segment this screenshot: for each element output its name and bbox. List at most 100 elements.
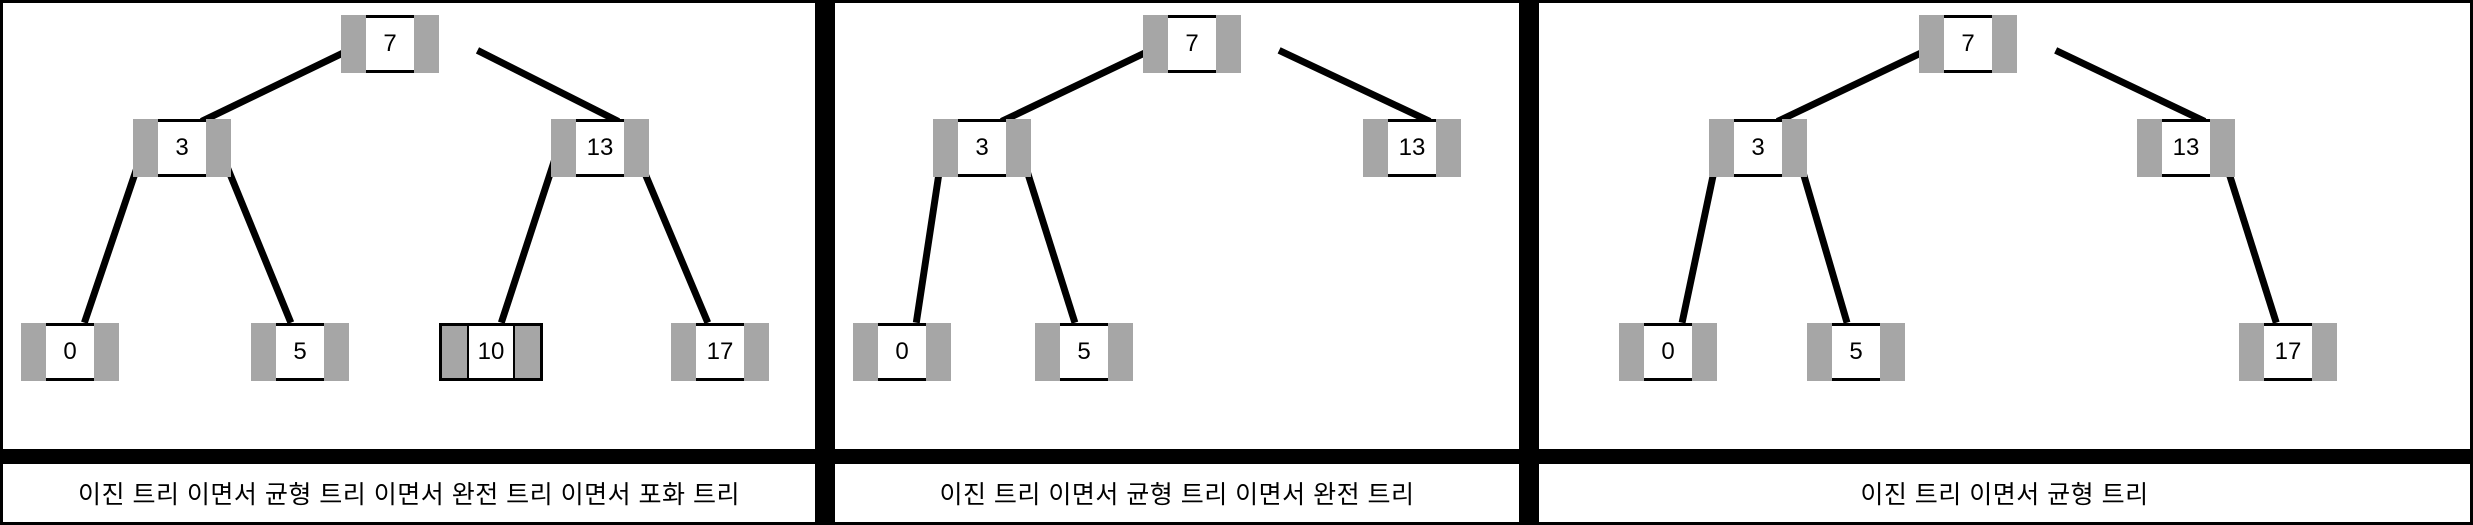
edge-7-13 [1277, 47, 1432, 125]
node-17-right-pointer [744, 323, 769, 381]
panel-1: 7 3 13 0 5 10 17 이진 트리 이면서 균형 트리 이면서 완전 트리 이면서 … [0, 0, 818, 525]
node-7[interactable]: 7 [1919, 15, 2017, 73]
node-5-left-pointer [1035, 323, 1060, 381]
node-3[interactable]: 3 [133, 119, 231, 177]
node-3-left-pointer [933, 119, 958, 177]
panel-3-frame: 7 3 13 0 5 17 이진 트리 이면서 균형 트리 [1536, 0, 2473, 525]
node-3-left-pointer [133, 119, 158, 177]
edge-7-3 [1775, 47, 1929, 125]
node-7-value: 7 [366, 15, 414, 73]
panel-2-frame: 7 3 13 0 5 이진 트리 이면서 균형 트리 이면서 완전 트리 [832, 0, 1522, 525]
edge-13-17 [2219, 151, 2280, 324]
node-13-right-pointer [2210, 119, 2235, 177]
node-10-value: 10 [467, 326, 515, 378]
node-0-right-pointer [94, 323, 119, 381]
node-0-value: 0 [1644, 323, 1692, 381]
node-5-left-pointer [251, 323, 276, 381]
node-7[interactable]: 7 [341, 15, 439, 73]
edge-7-3 [200, 47, 350, 125]
node-5-right-pointer [1108, 323, 1133, 381]
node-17-value: 17 [696, 323, 744, 381]
panel-divider-1 [818, 0, 832, 525]
node-5[interactable]: 5 [251, 323, 349, 381]
node-0-left-pointer [1619, 323, 1644, 381]
node-17-left-pointer [2239, 323, 2264, 381]
edge-13-17 [633, 151, 711, 325]
node-10[interactable]: 10 [439, 323, 543, 381]
panel-1-tree-area: 7 3 13 0 5 10 17 [3, 3, 815, 449]
panel-2-caption-area: 이진 트리 이면서 균형 트리 이면서 완전 트리 [835, 464, 1519, 522]
node-13[interactable]: 13 [2137, 119, 2235, 177]
node-0-left-pointer [853, 323, 878, 381]
node-0-value: 0 [878, 323, 926, 381]
node-13-left-pointer [551, 119, 576, 177]
node-17-left-pointer [671, 323, 696, 381]
panel-2-rule [835, 449, 1519, 464]
node-5[interactable]: 5 [1807, 323, 1905, 381]
node-5[interactable]: 5 [1035, 323, 1133, 381]
edge-3-0 [81, 151, 146, 324]
node-0[interactable]: 0 [1619, 323, 1717, 381]
panel-3-caption: 이진 트리 이면서 균형 트리 [1860, 481, 2149, 509]
node-7-right-pointer [1992, 15, 2017, 73]
panel-3-rule [1539, 449, 2470, 464]
node-3-right-pointer [1006, 119, 1031, 177]
node-5-value: 5 [1832, 323, 1880, 381]
edge-7-3 [1000, 47, 1152, 125]
node-13-value: 13 [1388, 119, 1436, 177]
edge-13-10 [498, 151, 561, 324]
node-3-value: 3 [158, 119, 206, 177]
edge-3-0 [912, 152, 946, 324]
node-5-left-pointer [1807, 323, 1832, 381]
panel-3: 7 3 13 0 5 17 이진 트리 이면서 균형 트리 [1536, 0, 2473, 525]
node-3-right-pointer [1782, 119, 1807, 177]
node-7-value: 7 [1944, 15, 1992, 73]
node-3-left-pointer [1709, 119, 1734, 177]
node-3-value: 3 [958, 119, 1006, 177]
edge-3-0 [1678, 152, 1722, 324]
node-10-right-pointer [515, 326, 540, 378]
node-17-right-pointer [2312, 323, 2337, 381]
node-17-value: 17 [2264, 323, 2312, 381]
edge-3-5 [1793, 152, 1851, 324]
panel-3-tree-area: 7 3 13 0 5 17 [1539, 3, 2470, 449]
edge-7-13 [2054, 47, 2207, 125]
node-3[interactable]: 3 [1709, 119, 1807, 177]
node-13-left-pointer [1363, 119, 1388, 177]
panel-2-tree-area: 7 3 13 0 5 [835, 3, 1519, 449]
panel-2: 7 3 13 0 5 이진 트리 이면서 균형 트리 이면서 완전 트리 [832, 0, 1522, 525]
node-7-right-pointer [414, 15, 439, 73]
node-0[interactable]: 0 [853, 323, 951, 381]
node-17[interactable]: 17 [2239, 323, 2337, 381]
node-13-value: 13 [2162, 119, 2210, 177]
panel-1-caption-area: 이진 트리 이면서 균형 트리 이면서 완전 트리 이면서 포화 트리 [3, 464, 815, 522]
edge-3-5 [1018, 151, 1079, 324]
edge-7-13 [475, 47, 621, 125]
panel-1-frame: 7 3 13 0 5 10 17 이진 트리 이면서 균형 트리 이면서 완전 트리 이면서 … [0, 0, 818, 525]
node-7-value: 7 [1168, 15, 1216, 73]
panel-divider-2 [1522, 0, 1536, 525]
node-3-right-pointer [206, 119, 231, 177]
node-7-left-pointer [341, 15, 366, 73]
node-13-right-pointer [1436, 119, 1461, 177]
node-17[interactable]: 17 [671, 323, 769, 381]
panel-1-rule [3, 449, 815, 464]
node-13-left-pointer [2137, 119, 2162, 177]
node-5-value: 5 [1060, 323, 1108, 381]
node-7-left-pointer [1919, 15, 1944, 73]
node-13[interactable]: 13 [551, 119, 649, 177]
node-13[interactable]: 13 [1363, 119, 1461, 177]
node-13-right-pointer [624, 119, 649, 177]
node-0[interactable]: 0 [21, 323, 119, 381]
panel-1-caption: 이진 트리 이면서 균형 트리 이면서 완전 트리 이면서 포화 트리 [78, 481, 740, 509]
node-3[interactable]: 3 [933, 119, 1031, 177]
node-10-left-pointer [442, 326, 467, 378]
node-0-right-pointer [1692, 323, 1717, 381]
node-0-left-pointer [21, 323, 46, 381]
node-7-left-pointer [1143, 15, 1168, 73]
node-0-value: 0 [46, 323, 94, 381]
node-5-right-pointer [324, 323, 349, 381]
node-7[interactable]: 7 [1143, 15, 1241, 73]
panel-2-caption: 이진 트리 이면서 균형 트리 이면서 완전 트리 [939, 481, 1415, 509]
